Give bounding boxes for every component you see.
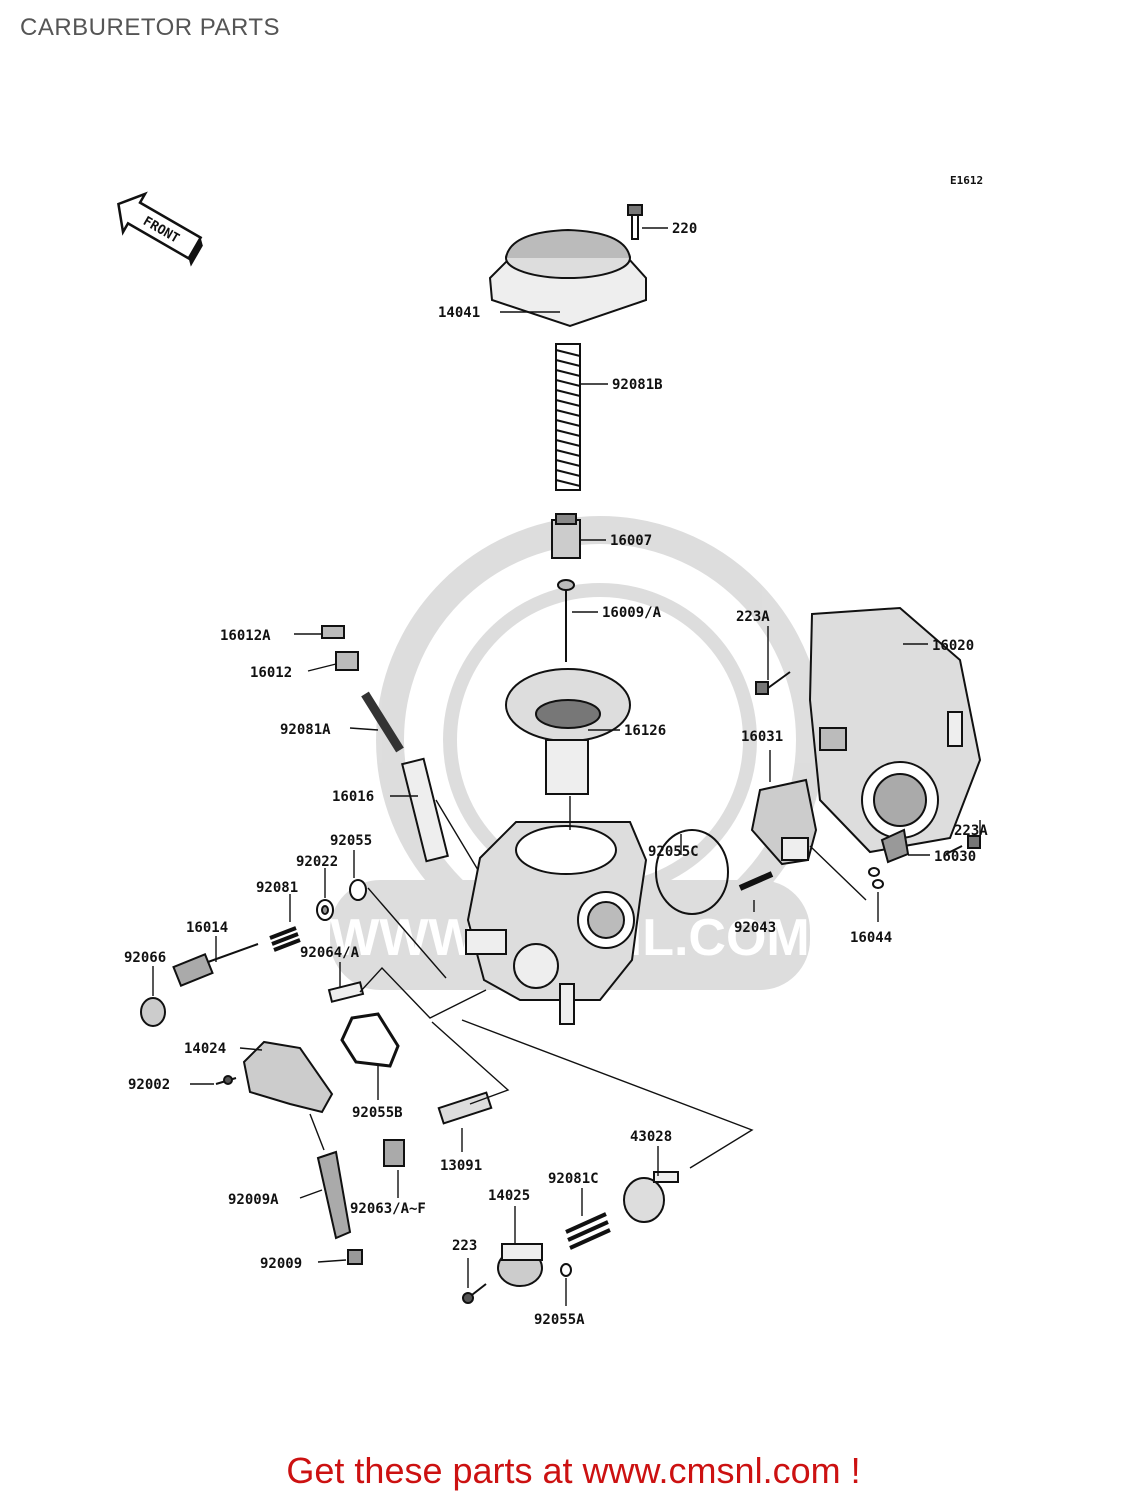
oring-92055A-icon [560,1263,572,1277]
oring-92055C-icon [655,829,729,915]
part-label-92064A[interactable]: 92064/A [300,945,360,961]
part-label-16009A[interactable]: 16009/A [602,605,662,621]
cap-92066-icon [140,997,166,1027]
jet-92064A-icon [327,981,365,1003]
part-16030-icon [880,828,910,864]
part-label-92009[interactable]: 92009 [260,1256,302,1272]
part-16044-icon [868,867,884,889]
diaphragm-16126-icon [505,668,631,795]
gasket-92055B-icon [340,1012,400,1068]
carburetor-body-icon [465,821,648,1025]
washer-92022-icon [316,899,334,921]
rod-16016-icon [401,757,449,863]
spring-92081B-icon [555,343,581,491]
diaphragm-43028-icon [623,1171,679,1223]
part-label-16007[interactable]: 16007 [610,533,652,549]
spring-92081C-icon [565,1212,611,1250]
cover-14025-icon [497,1243,543,1287]
footer-shop-link[interactable]: Get these parts at www.cmsnl.com ! [286,1450,861,1491]
part-label-92055B[interactable]: 92055B [352,1105,403,1121]
part-label-14025[interactable]: 14025 [488,1188,530,1204]
part-label-223A-top[interactable]: 223A [736,609,770,625]
needle-holder-16007-icon [551,513,581,559]
part-label-14041[interactable]: 14041 [438,305,480,321]
part-label-13091[interactable]: 13091 [440,1158,482,1174]
part-label-92055C[interactable]: 92055C [648,844,699,860]
part-label-92022[interactable]: 92022 [296,854,338,870]
part-label-16012A[interactable]: 16012A [220,628,271,644]
carburetor-exploded-diagram: WWW.CMSNL.COM E1612 FRONT [117,174,988,1328]
part-label-92055A[interactable]: 92055A [534,1312,585,1328]
part-label-92043[interactable]: 92043 [734,920,776,936]
part-label-92063AF[interactable]: 92063/A~F [350,1201,426,1217]
top-cover-14041-icon [488,228,647,328]
part-label-16016[interactable]: 16016 [332,789,374,805]
diagram-code: E1612 [950,174,983,187]
part-label-16020[interactable]: 16020 [932,638,974,654]
oring-92055-icon [349,879,367,901]
part-label-92081[interactable]: 92081 [256,880,298,896]
screw-220-icon [627,204,643,240]
part-92009-icon [347,1249,363,1265]
part-label-92002[interactable]: 92002 [128,1077,170,1093]
part-label-14024[interactable]: 14024 [184,1041,226,1057]
part-label-16014[interactable]: 16014 [186,920,228,936]
part-label-43028[interactable]: 43028 [630,1129,672,1145]
screw-92002-icon [215,1075,237,1085]
part-13091-icon [437,1091,493,1125]
part-label-92009A[interactable]: 92009A [228,1192,279,1208]
part-label-92055[interactable]: 92055 [330,833,372,849]
clip-16012A-icon [321,625,345,639]
jet-needle-16009A-icon [557,579,575,662]
part-label-220[interactable]: 220 [672,221,697,237]
part-label-92081A[interactable]: 92081A [280,722,331,738]
part-label-223A-right[interactable]: 223A [954,823,988,839]
screw-223-icon [462,1283,487,1304]
part-label-92081B[interactable]: 92081B [612,377,663,393]
part-label-16044[interactable]: 16044 [850,930,892,946]
spring-92081A-icon [361,691,404,753]
spring-92081-icon [269,926,301,952]
part-label-223[interactable]: 223 [452,1238,477,1254]
screw-223A-top-icon [755,671,791,695]
jet-92063-icon [383,1139,405,1167]
part-label-92066[interactable]: 92066 [124,950,166,966]
front-arrow-icon: FRONT [117,191,203,267]
screw-92009A-icon [316,1150,352,1240]
part-label-16031[interactable]: 16031 [741,729,783,745]
clip-16012-icon [335,651,359,671]
part-92043-icon [738,871,774,891]
part-label-16126[interactable]: 16126 [624,723,666,739]
page-title: CARBURETOR PARTS [20,14,281,41]
cover-14024-icon [242,1040,334,1114]
part-label-92081C[interactable]: 92081C [548,1171,599,1187]
footer-banner: Get these parts at www.cmsnl.com ! [0,1450,1147,1492]
part-label-16030[interactable]: 16030 [934,849,976,865]
throttle-body-16020-icon [808,606,982,854]
part-label-16012[interactable]: 16012 [250,665,292,681]
bracket-16031-icon [750,778,818,866]
leader-lines [152,227,981,1306]
